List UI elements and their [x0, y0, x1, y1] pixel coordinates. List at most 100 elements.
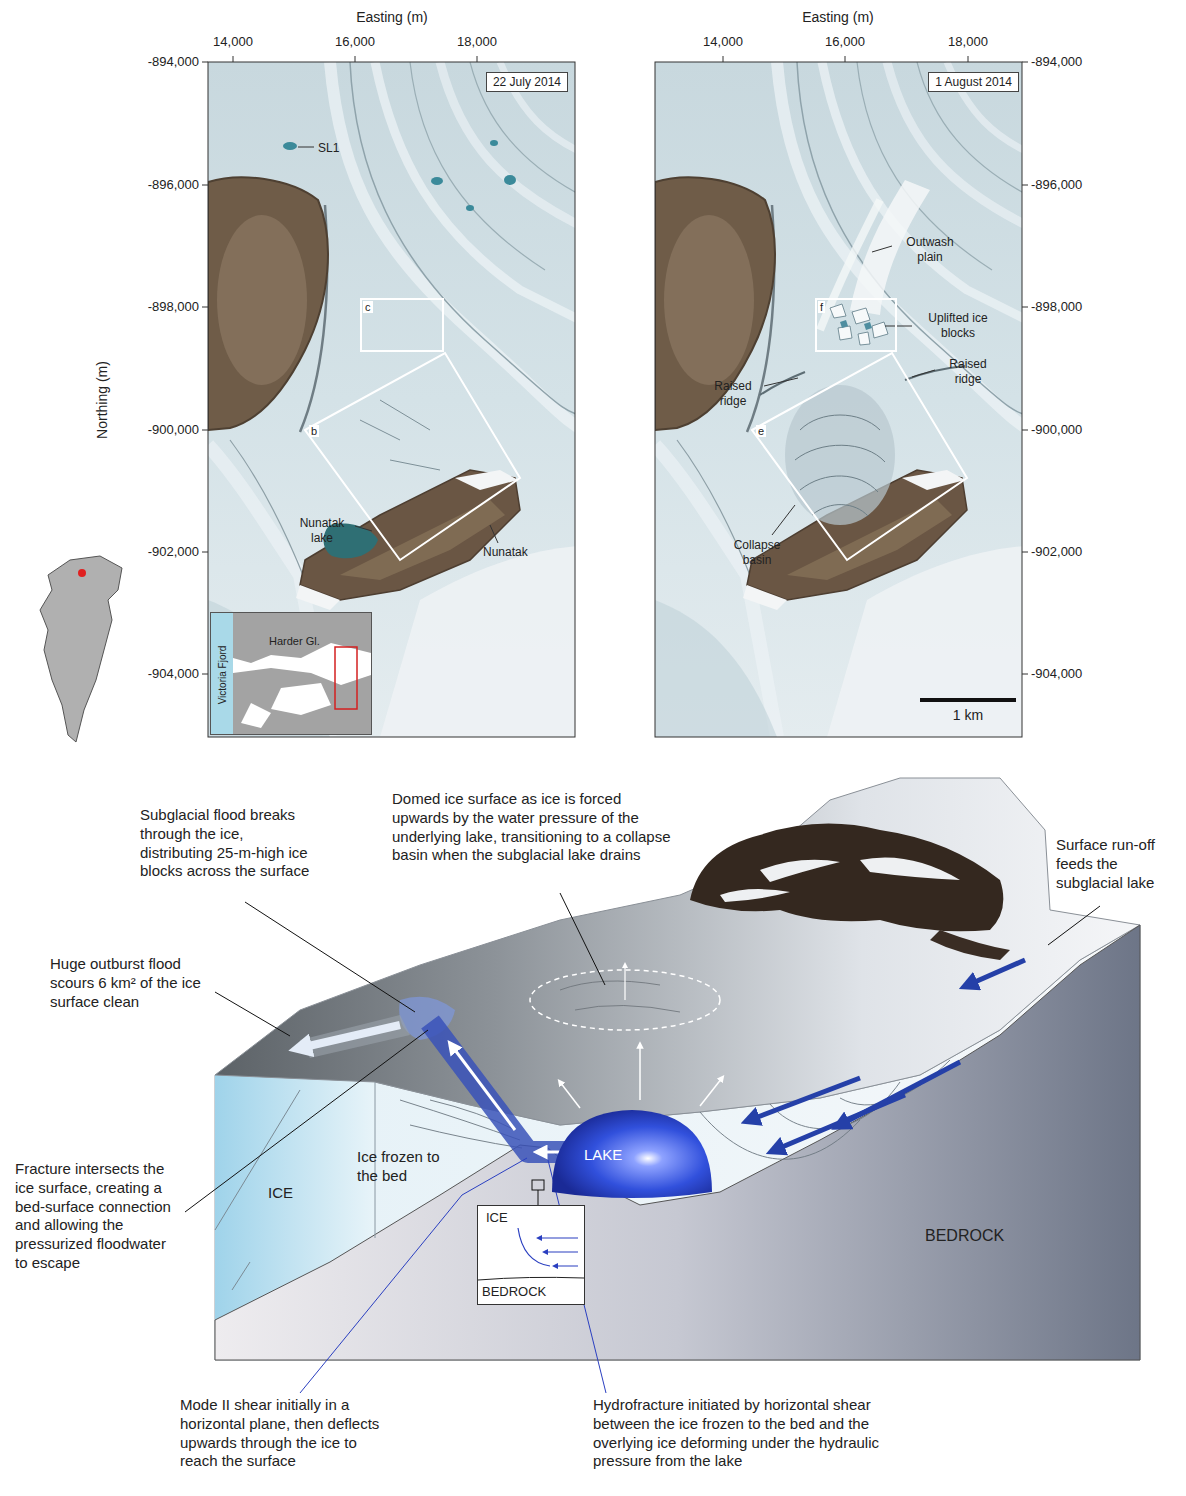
feature-label: Outwash plain [900, 235, 960, 265]
tick-label: 14,000 [213, 34, 253, 50]
inset-map-graphic-part [233, 613, 371, 663]
shear-detail-part [518, 1228, 550, 1266]
panel-leader-lines-part [872, 246, 892, 252]
tick-label: -894,000 [1031, 54, 1082, 70]
tick-label: 16,000 [335, 34, 375, 50]
satellite-panel-2014-07-22-part [504, 175, 516, 185]
panel-leader-lines-part [764, 378, 798, 386]
satellite-panel-2014-08-01 [655, 62, 1022, 737]
block-diagram-part [430, 1022, 578, 1152]
block-diagram-part [700, 1078, 722, 1106]
greenland-locator-part [78, 569, 86, 577]
block-diagram-part [639, 1045, 641, 1100]
inset-map-graphic-part [211, 613, 233, 734]
tick-label: -904,000 [1031, 666, 1082, 682]
block-diagram-part [624, 965, 625, 1000]
box-outline-shape [752, 353, 967, 560]
callout-leader-lines-part [215, 992, 290, 1036]
tick-label: 18,000 [457, 34, 497, 50]
block-diagram-part [968, 960, 1025, 985]
date-box: 1 August 2014 [928, 72, 1019, 92]
block-diagram [215, 778, 1140, 1360]
greenland-locator-part [40, 556, 122, 742]
panel-letter: c [363, 301, 373, 313]
panel-leader-lines-part [912, 370, 935, 377]
subglacial-lake: LAKE [552, 1108, 712, 1200]
satellite-panel-2014-07-22-part [360, 400, 440, 470]
panel-letter: e [756, 425, 766, 437]
satellite-panel-2014-07-22-part [431, 177, 443, 185]
callout-text: Huge outburst flood scours 6 km² of the … [50, 955, 210, 1011]
axis-title: Northing (m) [94, 361, 112, 439]
block-diagram-part [452, 1046, 515, 1130]
tick-label: -902,000 [1031, 544, 1082, 560]
feature-label: Raised ridge [942, 357, 994, 387]
inset-map-graphic-part [335, 647, 357, 709]
callout-leader-lines-part [560, 893, 605, 985]
satellite-panel-2014-07-22 [208, 62, 575, 737]
callout-text: Mode II shear initially in a horizontal … [180, 1396, 390, 1471]
inset-map-graphic-part [271, 683, 331, 715]
callout-leader-lines-part [185, 1030, 428, 1212]
panel-frames-part [655, 62, 1022, 737]
tick-label: -894,000 [148, 54, 199, 70]
axis-title: Easting (m) [802, 9, 874, 27]
callout-text: Surface run-off feeds the subglacial lak… [1056, 836, 1181, 892]
panel-frames [202, 56, 1028, 737]
tick-label: 18,000 [948, 34, 988, 50]
callout-text: Domed ice surface as ice is forced upwar… [392, 790, 672, 865]
satellite-panel-2014-08-01-part [785, 385, 895, 525]
callout-text: Subglacial flood breaks through the ice,… [140, 806, 320, 881]
block-diagram-part [215, 925, 1140, 1360]
satellite-panel-2014-07-22-part [208, 62, 575, 737]
satellite-panel-2014-07-22-part [283, 142, 297, 150]
region-label: Ice frozen to the bed [357, 1148, 447, 1186]
block-diagram-part [930, 930, 1010, 960]
inset-map-graphic-part [241, 703, 271, 728]
shear-detail-part [536, 1235, 558, 1269]
greenland-locator [40, 556, 122, 742]
scale-label: 1 km [953, 707, 983, 725]
callout-text: Hydrofracture initiated by horizontal sh… [593, 1396, 903, 1471]
block-diagram-part [215, 1090, 300, 1290]
lake-dome-part [552, 1110, 712, 1198]
date-text: 22 July 2014 [493, 75, 561, 89]
location-inset-map: Victoria Fjord Harder Gl. [210, 612, 372, 735]
block-diagram-part [690, 824, 1003, 932]
panel-frames-part [233, 56, 968, 62]
tick-label: -904,000 [148, 666, 199, 682]
satellite-panel-2014-08-01-part [840, 320, 872, 330]
glacier-name: Harder Gl. [269, 635, 320, 647]
bedrock-label: BEDROCK [482, 1284, 546, 1299]
block-diagram-part [720, 858, 960, 903]
fjord-name: Victoria Fjord [217, 646, 228, 705]
panel-leader-lines-part [355, 526, 372, 531]
panel-leader-lines-part [772, 505, 795, 535]
feature-label: Nunatak [483, 545, 528, 560]
inset-map-graphic-part [233, 668, 371, 734]
study-area-box: e [752, 353, 967, 560]
tick-label: -896,000 [148, 177, 199, 193]
ice-label: ICE [486, 1210, 508, 1225]
shear-detail-part [478, 1277, 584, 1280]
region-label: ICE [268, 1184, 293, 1203]
satellite-panel-2014-07-22-part [466, 205, 474, 211]
tick-label: 16,000 [825, 34, 865, 50]
callout-leader-lines [185, 893, 1100, 1393]
panel-letter: b [309, 425, 319, 437]
tick-label: -896,000 [1031, 177, 1082, 193]
study-area-box: f [815, 298, 897, 352]
lake-dome [552, 1108, 712, 1200]
feature-label: Nunatak lake [291, 516, 353, 546]
study-area-box: c [360, 298, 444, 352]
feature-label: Uplifted ice blocks [927, 311, 989, 341]
satellite-panel-2014-07-22-part [490, 140, 498, 146]
panel-leader-lines [298, 147, 935, 543]
satellite-panel-2014-08-01-part [820, 200, 880, 330]
feature-label: Raised ridge [707, 379, 759, 409]
block-diagram-part [560, 981, 680, 1012]
panel-leader-lines-part [298, 147, 314, 148]
panel-leader-lines-part [490, 525, 498, 543]
panel-leader-lines-part [885, 326, 912, 327]
